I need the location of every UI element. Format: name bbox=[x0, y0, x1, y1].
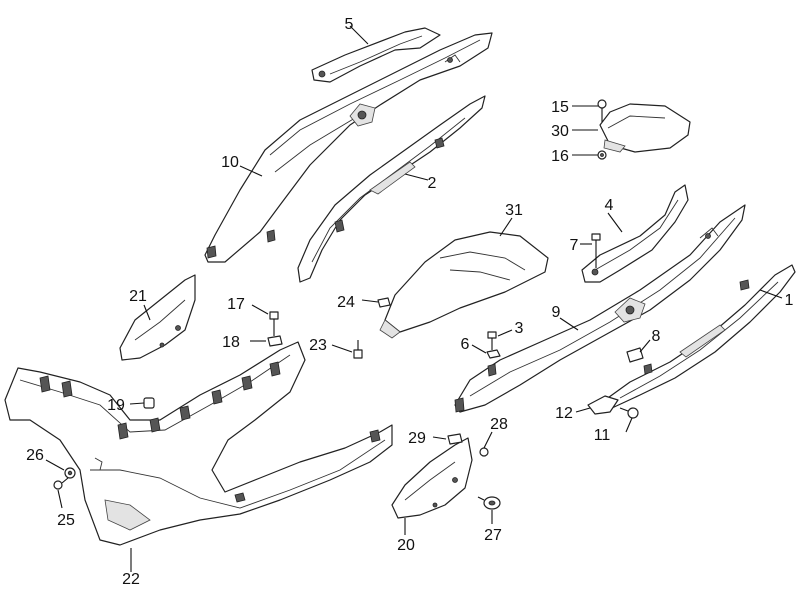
part-1-lower-trim bbox=[604, 264, 796, 409]
part-4-right-handle bbox=[581, 184, 689, 283]
part-29-clip bbox=[447, 433, 463, 445]
part-17-screw bbox=[269, 311, 279, 336]
part-5-upper-trim bbox=[311, 27, 441, 83]
callout-4: 4 bbox=[605, 197, 614, 214]
callout-17: 17 bbox=[227, 296, 245, 313]
callout-21: 21 bbox=[129, 288, 147, 305]
callout-labels: 5 10 2 15 30 16 31 4 7 1 9 8 3 6 12 11 2… bbox=[26, 16, 793, 588]
part-21-bracket bbox=[119, 274, 196, 361]
part-22-floor-panel bbox=[4, 341, 393, 546]
callout-15: 15 bbox=[551, 99, 569, 116]
callout-18: 18 bbox=[222, 334, 240, 351]
callout-23: 23 bbox=[309, 337, 327, 354]
part-7-screw bbox=[591, 233, 601, 268]
callout-2: 2 bbox=[428, 175, 437, 192]
part-28-screw bbox=[479, 431, 493, 457]
part-24-clip bbox=[377, 297, 391, 308]
callout-30: 30 bbox=[551, 123, 569, 140]
part-2-lower-trim bbox=[297, 95, 486, 283]
callout-19: 19 bbox=[107, 397, 125, 414]
part-3-screw bbox=[487, 331, 497, 350]
callout-31: 31 bbox=[505, 202, 523, 219]
callout-10: 10 bbox=[221, 154, 239, 171]
part-18-washer bbox=[267, 335, 283, 347]
part-30-cover-cap bbox=[599, 103, 691, 153]
callout-12: 12 bbox=[555, 405, 573, 422]
callout-20: 20 bbox=[397, 537, 415, 554]
callout-22: 22 bbox=[122, 571, 140, 588]
part-23-screw bbox=[353, 340, 363, 359]
callout-3: 3 bbox=[515, 320, 524, 337]
part-16-washer bbox=[597, 150, 607, 160]
callout-8: 8 bbox=[652, 328, 661, 345]
callout-1: 1 bbox=[785, 292, 794, 309]
callout-25: 25 bbox=[57, 512, 75, 529]
part-8-clip bbox=[626, 347, 644, 363]
part-10-side-panel bbox=[204, 32, 493, 263]
callout-9: 9 bbox=[552, 304, 561, 321]
part-9-right-side-panel bbox=[454, 204, 746, 413]
leader-lines bbox=[45, 25, 783, 572]
part-12-bracket bbox=[587, 395, 619, 415]
part-19-clip bbox=[143, 397, 155, 409]
part-6-washer bbox=[486, 349, 501, 359]
part-27-rivet bbox=[477, 496, 501, 510]
callout-29: 29 bbox=[408, 430, 426, 447]
callout-16: 16 bbox=[551, 148, 569, 165]
part-26-washer bbox=[64, 467, 76, 479]
callout-27: 27 bbox=[484, 527, 502, 544]
callout-28: 28 bbox=[490, 416, 508, 433]
part-25-screw bbox=[53, 477, 69, 490]
part-20-bracket bbox=[391, 437, 473, 519]
callout-11: 11 bbox=[594, 427, 611, 444]
callout-24: 24 bbox=[337, 294, 355, 311]
callout-26: 26 bbox=[26, 447, 44, 464]
part-11-screw bbox=[619, 407, 639, 419]
part-31-center-cover bbox=[379, 231, 549, 339]
callout-6: 6 bbox=[461, 336, 470, 353]
callout-7: 7 bbox=[570, 237, 579, 254]
part-15-screw bbox=[597, 99, 607, 122]
callout-5: 5 bbox=[345, 16, 354, 33]
